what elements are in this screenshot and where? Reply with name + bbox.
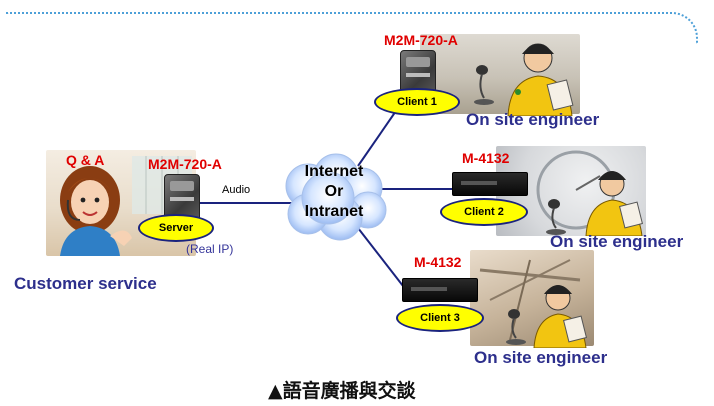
client3-device — [402, 278, 478, 302]
cloud-line-or: Or — [324, 183, 344, 200]
server-oval: Server — [138, 214, 214, 242]
client3-caption: On site engineer — [474, 348, 608, 367]
real-ip-label: (Real IP) — [186, 242, 234, 256]
microphone-icon — [506, 309, 526, 345]
engineer-icon — [585, 171, 643, 236]
client1-oval: Client 1 — [374, 88, 460, 116]
client1-caption: On site engineer — [466, 110, 600, 129]
client1-link — [357, 107, 399, 167]
engineer-icon — [533, 285, 587, 348]
client1-model-label: M2M-720-A — [384, 32, 458, 48]
microphone-icon — [474, 65, 494, 105]
audio-label: Audio — [222, 184, 251, 196]
cloud-icon — [285, 153, 387, 241]
engineer-icon — [507, 43, 574, 116]
client2-model-label: M-4132 — [462, 150, 510, 166]
server-model-label: M2M-720-A — [148, 156, 222, 172]
client3-model-label: M-4132 — [414, 254, 462, 270]
client3-link — [357, 227, 411, 296]
cloud-line-internet: Internet — [304, 163, 364, 180]
qa-label: Q & A — [66, 152, 105, 168]
client2-caption: On site engineer — [550, 232, 684, 251]
cloud-line-intranet: Intranet — [304, 203, 364, 220]
cloud-label: Internet Or Intranet — [278, 162, 390, 222]
microphone-icon — [546, 199, 566, 235]
client3-oval: Client 3 — [396, 304, 484, 332]
client2-oval: Client 2 — [440, 198, 528, 226]
client2-device — [452, 172, 528, 196]
customer-service-caption: Customer service — [14, 274, 157, 293]
figure-caption: ▲語音廣播與交談 — [268, 380, 416, 402]
